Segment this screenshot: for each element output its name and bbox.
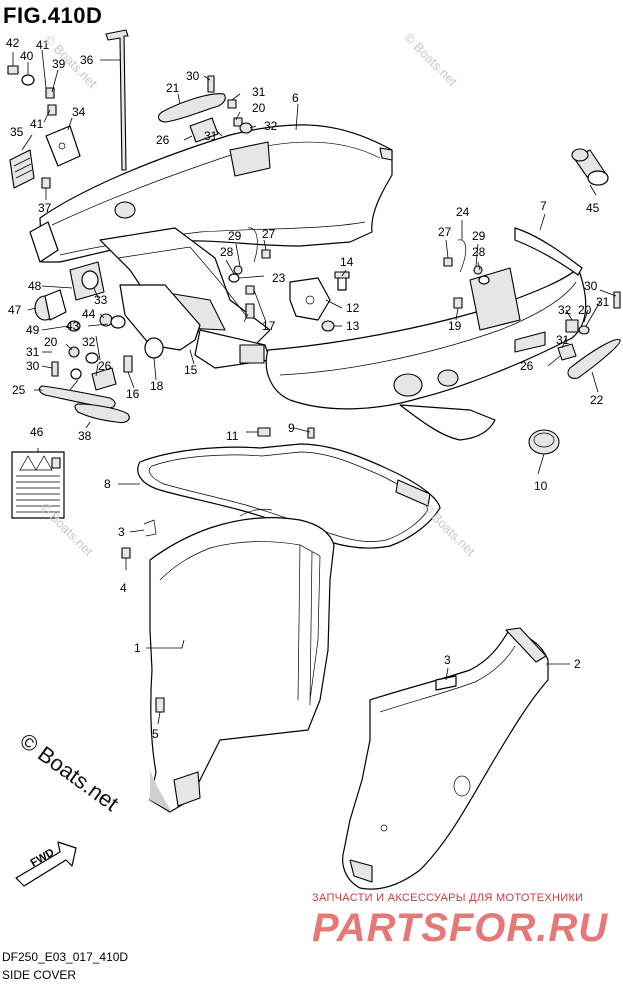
part-35-plate[interactable] (9, 149, 35, 189)
callout-29: 29 (228, 229, 242, 243)
callout-34: 34 (72, 105, 86, 119)
figure-name: SIDE COVER (2, 968, 77, 982)
callout-32b: 32 (558, 303, 572, 317)
callout-32c: 32 (82, 335, 96, 349)
callout-31: 31 (252, 85, 266, 99)
part-22-grip[interactable] (567, 338, 621, 379)
callout-10: 10 (534, 479, 548, 493)
callout-20: 20 (252, 101, 266, 115)
callout-8: 8 (104, 477, 111, 491)
callout-28b: 28 (472, 245, 486, 259)
callout-17: 17 (262, 319, 276, 333)
callout-25: 25 (12, 383, 26, 397)
callout-49: 49 (26, 323, 40, 337)
callout-43: 43 (66, 319, 80, 333)
callout-30c: 30 (26, 359, 40, 373)
callout-31c: 31 (596, 295, 610, 309)
callout-16: 16 (126, 387, 140, 401)
callout-19b: 19 (448, 319, 462, 333)
figure-code: DF250_E03_017_410D (2, 950, 129, 964)
callout-13: 13 (346, 319, 360, 333)
callout-27b: 27 (438, 225, 452, 239)
callout-7: 7 (540, 199, 547, 213)
callout-3b: 3 (444, 653, 451, 667)
callout-20b: 20 (578, 303, 592, 317)
small-fasteners (7, 65, 621, 713)
callout-18: 18 (150, 379, 164, 393)
part-8-seal[interactable] (137, 443, 441, 549)
callout-1: 1 (134, 641, 141, 655)
part-10-plug[interactable] (528, 429, 560, 455)
callout-3: 3 (118, 525, 125, 539)
callout-29b: 29 (472, 229, 486, 243)
callout-4: 4 (120, 581, 127, 595)
callout-41b: 41 (30, 117, 44, 131)
callout-41: 41 (36, 38, 50, 52)
callout-11: 11 (226, 429, 239, 443)
fwd-arrow (15, 841, 77, 887)
part-36-rod[interactable] (105, 29, 129, 171)
callout-39: 39 (52, 57, 66, 71)
figure-title: FIG.410D (3, 3, 103, 28)
part-21-grip[interactable] (157, 93, 226, 123)
callout-42: 42 (6, 36, 20, 50)
callout-38: 38 (78, 429, 92, 443)
callout-37: 37 (38, 201, 52, 215)
callout-20c: 20 (44, 335, 58, 349)
callout-46: 46 (30, 425, 44, 439)
site-brand[interactable]: PARTSFOR.RU (312, 906, 609, 950)
part-45-plug[interactable] (571, 148, 609, 186)
part-1-lower-cover[interactable] (149, 508, 335, 813)
callout-30b: 30 (584, 279, 598, 293)
callout-31e: 31 (26, 345, 40, 359)
callout-24: 24 (456, 205, 470, 219)
callout-31b: 31 (204, 129, 218, 143)
part-38-grip[interactable] (74, 403, 130, 424)
callout-45: 45 (586, 201, 600, 215)
part-33-coupler[interactable] (69, 261, 105, 301)
callout-22: 22 (590, 393, 604, 407)
callout-44: 44 (82, 307, 96, 321)
callout-36: 36 (80, 53, 94, 67)
part-34-bracket[interactable] (45, 125, 81, 167)
callout-30: 30 (186, 69, 200, 83)
callout-26c: 26 (98, 359, 112, 373)
part-7-upper-cover[interactable] (265, 227, 587, 441)
callout-9: 9 (288, 421, 295, 435)
callout-12: 12 (346, 301, 360, 315)
callout-26: 26 (156, 133, 170, 147)
callout-40: 40 (20, 49, 34, 63)
part-12-bracket[interactable] (289, 277, 331, 321)
part-2-lower-cover[interactable] (342, 627, 549, 890)
part-14-bolt[interactable] (334, 271, 350, 291)
callout-48: 48 (28, 279, 42, 293)
callout-labels: 42 41 40 39 36 34 35 41 37 30 21 31 20 3… (6, 36, 610, 741)
part-47-fitting[interactable] (34, 289, 67, 321)
callout-35: 35 (10, 125, 24, 139)
callout-32: 32 (264, 119, 278, 133)
callout-27: 27 (262, 227, 276, 241)
leader-lines (12, 49, 617, 725)
callout-2: 2 (574, 657, 581, 671)
callout-28: 28 (220, 245, 234, 259)
callout-33: 33 (94, 293, 108, 307)
part-13-nut[interactable] (321, 320, 335, 332)
site-tagline: ЗАПЧАСТИ И АКСЕССУАРЫ ДЛЯ МОТОТЕХНИКИ (312, 892, 584, 904)
part-46-label[interactable] (11, 451, 65, 519)
callout-31d: 31 (556, 333, 570, 347)
callout-15: 15 (184, 363, 198, 377)
callout-14: 14 (340, 255, 354, 269)
callout-5: 5 (152, 727, 159, 741)
part-6-upper-cover[interactable] (29, 124, 393, 263)
callout-47: 47 (8, 303, 22, 317)
callout-21: 21 (166, 81, 180, 95)
callout-6: 6 (292, 91, 299, 105)
callout-23: 23 (272, 271, 286, 285)
inner-bracket-assembly[interactable] (99, 227, 271, 369)
callout-26b: 26 (520, 359, 534, 373)
